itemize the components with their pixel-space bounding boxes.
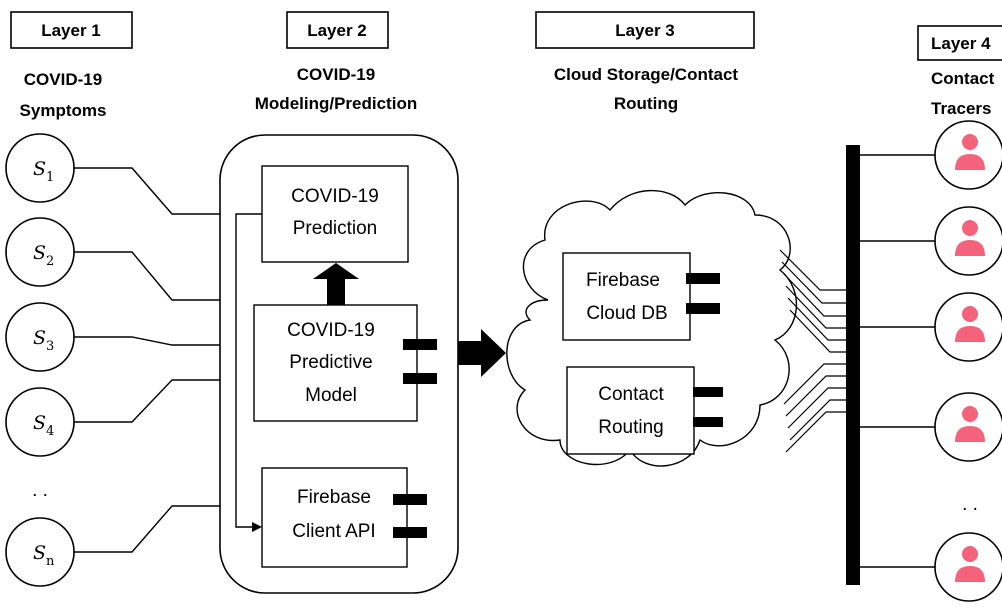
layer-1-title-line-1: COVID-19	[24, 70, 102, 89]
symptom-connectors	[74, 167, 220, 553]
client-api-box	[261, 467, 408, 568]
component-port-icon	[403, 339, 437, 350]
layer-3-title-line-1: Cloud Storage/Contact	[554, 65, 739, 84]
tracer-node-n	[934, 532, 1002, 602]
layer-3-title-line-2: Routing	[614, 94, 678, 113]
symptom-var: S	[33, 327, 46, 349]
contact-bus-bar	[846, 145, 860, 585]
component-port-icon	[393, 494, 427, 505]
tracer-node-1	[934, 120, 1002, 190]
layer-3-header-box	[535, 11, 755, 49]
layer-4-title-line-1: Contact	[931, 69, 995, 88]
component-port-icon	[393, 527, 427, 538]
contact-routing-box	[566, 366, 695, 455]
component-port-icon	[686, 273, 720, 284]
layer-3-header: Layer 3	[615, 21, 675, 40]
symptom-node-2: S 2	[5, 217, 75, 287]
symptom-sub: 1	[46, 170, 54, 185]
symptom-var: S	[33, 542, 46, 564]
client-box-line-2: Client API	[292, 521, 375, 542]
symptom-var: S	[33, 412, 46, 434]
model-box-line-1: COVID-19	[287, 320, 375, 341]
routing-box-line-1: Contact	[598, 384, 664, 405]
layer-2-header-box	[286, 11, 389, 49]
layer-4-header-box	[917, 25, 1002, 61]
symptom-sub: 3	[46, 339, 54, 354]
layer-2-header: Layer 2	[307, 21, 367, 40]
layer-4: Layer 4 Contact Tracers	[846, 25, 1002, 602]
tracer-node-3	[934, 292, 1002, 362]
arrow-head-icon	[252, 522, 262, 532]
symptom-node-4: S 4	[5, 387, 75, 457]
layer-2: Layer 2 COVID-19 Modeling/Prediction COV…	[219, 11, 459, 594]
layer-2-title-line-1: COVID-19	[297, 65, 375, 84]
layer-3: Layer 3 Cloud Storage/Contact Routing Fi…	[506, 11, 797, 467]
db-box-line-2: Cloud DB	[586, 303, 667, 324]
predictive-model-box	[253, 304, 418, 422]
symptom-sub: n	[46, 554, 55, 569]
layer-4-title-line-2: Tracers	[931, 99, 992, 118]
client-box-line-1: Firebase	[297, 487, 371, 508]
layer-1-title-line-2: Symptoms	[20, 101, 107, 120]
db-box-line-1: Firebase	[586, 270, 660, 291]
tracer-ellipsis: . .	[962, 494, 978, 515]
symptom-sub: 4	[46, 424, 54, 439]
layer-2-title-line-2: Modeling/Prediction	[255, 94, 417, 113]
symptom-node-1: S 1	[5, 133, 75, 203]
person-icon	[955, 306, 985, 342]
symptom-node-n: S n	[5, 517, 75, 587]
model-box-line-2: Predictive	[289, 352, 372, 373]
component-port-icon	[403, 373, 437, 384]
tracer-node-4	[934, 392, 1002, 462]
person-icon	[955, 134, 985, 170]
prediction-box-line-1: COVID-19	[291, 186, 379, 207]
up-arrow-icon	[313, 263, 359, 305]
cloud-db-box	[562, 252, 691, 341]
routing-fanout-lines	[779, 249, 848, 453]
component-port-icon	[693, 417, 723, 427]
person-icon	[955, 220, 985, 256]
bus-to-tracer-lines	[860, 154, 935, 568]
symptom-var: S	[33, 242, 46, 264]
right-arrow-icon	[458, 329, 506, 377]
layer-1-header: Layer 1	[41, 21, 101, 40]
symptom-node-3: S 3	[5, 302, 75, 372]
person-icon	[955, 546, 985, 582]
routing-box-line-2: Routing	[598, 417, 664, 438]
tracer-node-2	[934, 206, 1002, 276]
person-icon	[955, 406, 985, 442]
prediction-box	[261, 165, 409, 263]
layer-4-header: Layer 4	[931, 34, 991, 53]
layer-1: Layer 1 COVID-19 Symptoms S 1 S 2 S 3 S …	[5, 11, 220, 587]
prediction-to-client-connector	[235, 213, 262, 528]
symptom-var: S	[33, 158, 46, 180]
prediction-box-line-2: Prediction	[293, 218, 378, 239]
layer-1-header-box	[10, 11, 133, 49]
symptom-sub: 2	[46, 254, 54, 269]
component-port-icon	[686, 303, 720, 314]
symptom-ellipsis: . .	[32, 480, 48, 501]
model-box-line-3: Model	[305, 385, 357, 406]
component-port-icon	[693, 387, 723, 397]
